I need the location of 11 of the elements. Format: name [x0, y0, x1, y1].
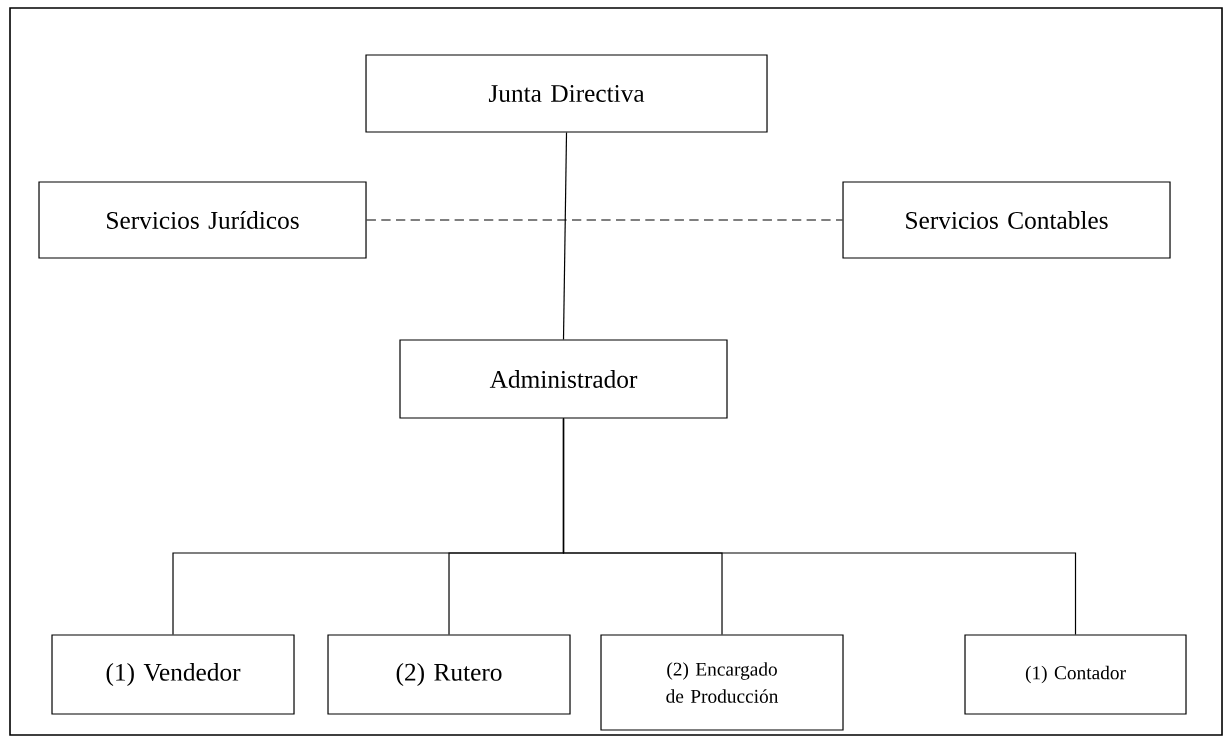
- org-box: Servicios Contables: [842, 181, 1171, 259]
- connector-line: [562, 132, 568, 340]
- org-box: (1) Contador: [964, 634, 1187, 715]
- org-box: Administrador: [399, 339, 728, 419]
- connector-line: [562, 418, 1077, 635]
- org-box: Junta Directiva: [365, 54, 768, 133]
- org-box: (1) Vendedor: [51, 634, 295, 715]
- dashed-connector: [366, 219, 843, 221]
- org-box: Servicios Jurídicos: [38, 181, 367, 259]
- org-box: (2) Encargado de Producción: [600, 634, 844, 731]
- org-box: (2) Rutero: [327, 634, 571, 715]
